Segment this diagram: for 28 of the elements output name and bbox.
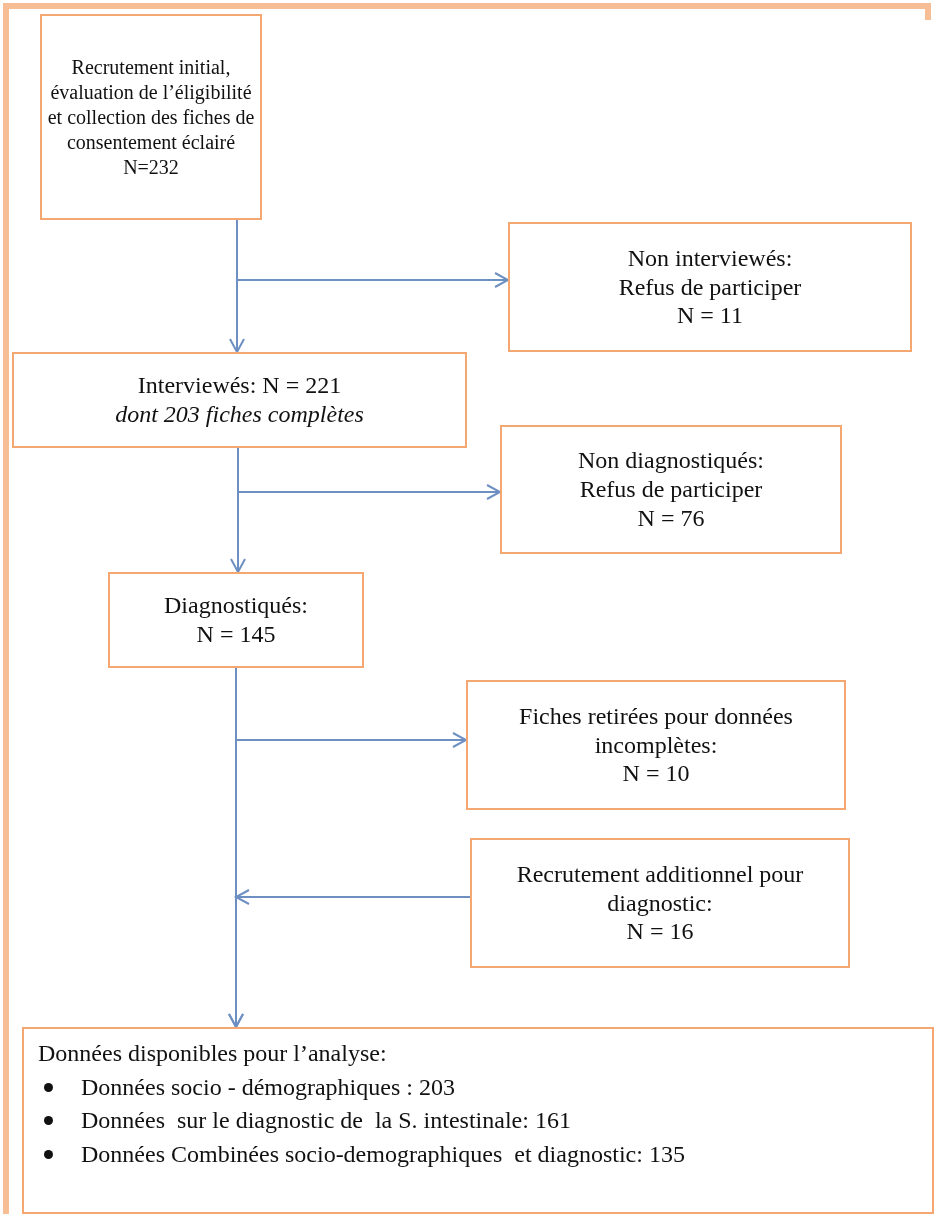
list-item: Données Combinées socio-demographiques et diagnostic: 135: [81, 1139, 685, 1169]
box-text: Interviewés: N = 221: [137, 371, 342, 400]
process-box: [22, 1027, 934, 1214]
box-text: Recrutement initial, évaluation de l’éligibilité et collection des fiches de consentement éclairé: [46, 54, 256, 155]
box-text: N = 11: [677, 301, 743, 331]
list-item: Données sur le diagnostic de la S. intestinale: 161: [81, 1106, 571, 1136]
box-text: Refus de participer: [618, 272, 802, 302]
process-box: [12, 352, 467, 448]
process-box: [466, 680, 846, 810]
box-text: N=232: [123, 154, 179, 180]
box-text: Non diagnostiqués:: [578, 446, 764, 476]
box-text: Recrutement additionnel pour diagnostic:: [515, 859, 805, 918]
box-text: Fiches retirées pour données incomplètes:: [518, 701, 794, 760]
box-text: Données disponibles pour l’analyse:: [38, 1039, 387, 1068]
box-text: N = 76: [637, 503, 705, 533]
box-text: dont 203 fiches complètes: [115, 400, 364, 429]
process-box: [470, 838, 850, 968]
box-text: N = 145: [196, 620, 276, 649]
box-text: Refus de participer: [579, 475, 763, 504]
process-box: [108, 572, 364, 668]
box-text: Non interviewés:: [627, 243, 793, 273]
process-box: [508, 222, 912, 352]
box-text: Diagnostiqués:: [164, 591, 308, 620]
box-text: N = 16: [626, 917, 694, 947]
process-box: [500, 425, 842, 554]
list-item: Données socio - démographiques : 203: [81, 1072, 455, 1102]
process-box: [40, 14, 262, 220]
box-text: N = 10: [622, 759, 690, 789]
